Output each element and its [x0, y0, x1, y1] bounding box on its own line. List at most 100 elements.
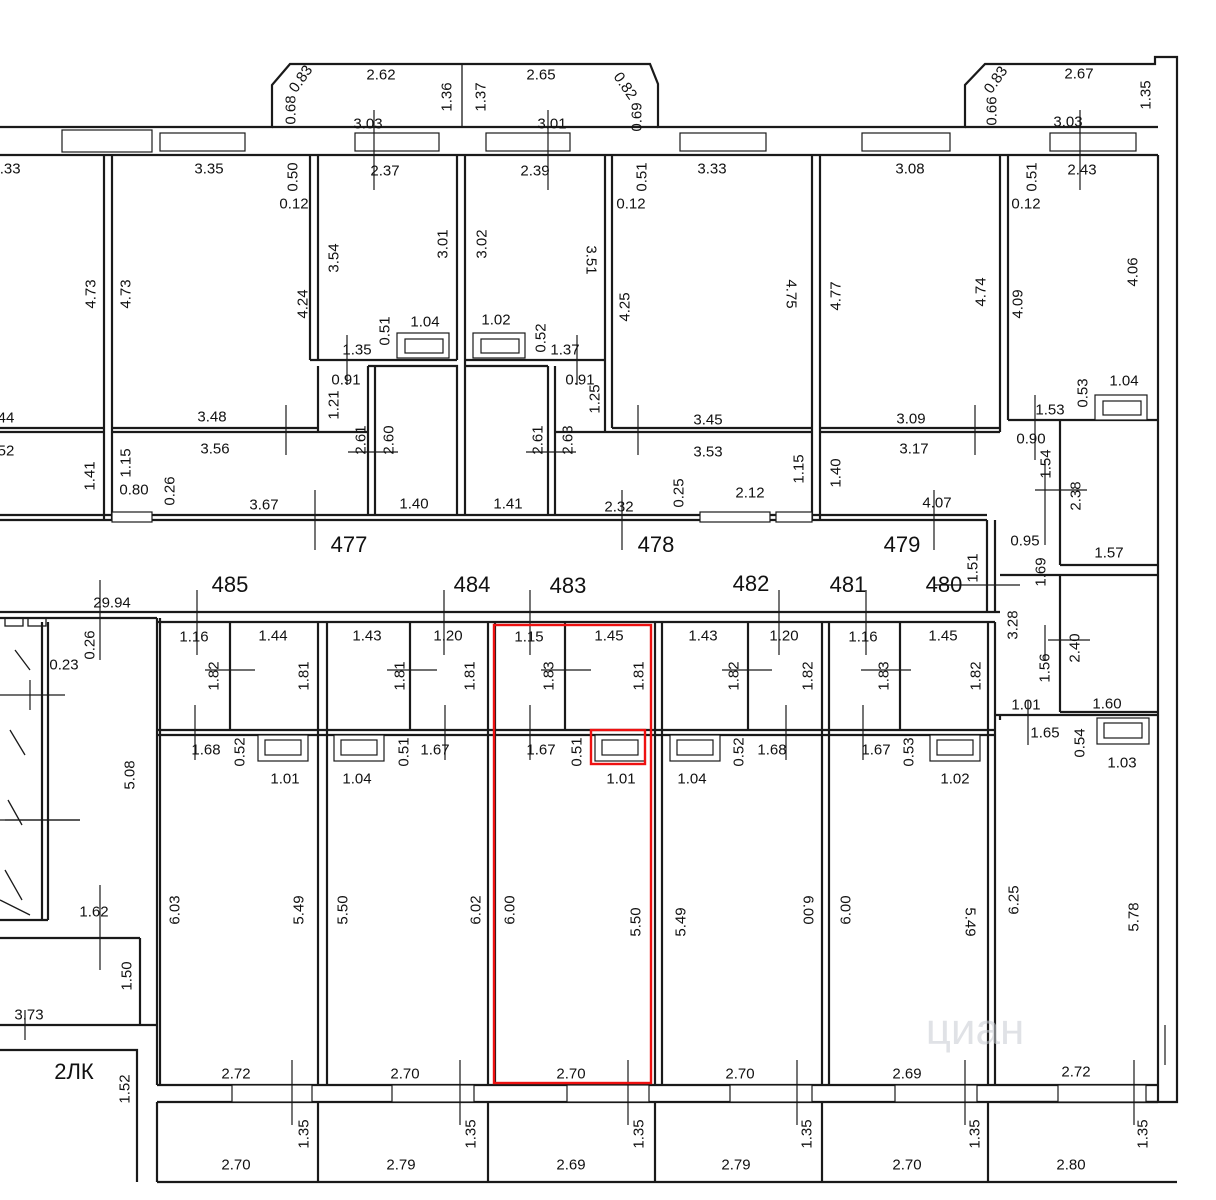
unit-482: 482	[732, 571, 770, 596]
dimension-label: 4.73	[82, 279, 100, 309]
dimension-label: 1.15	[514, 628, 544, 646]
dimension-label: 3.51	[582, 245, 600, 275]
dimension-label: 0.53	[900, 737, 918, 767]
dimension-label: 3.48	[197, 408, 227, 426]
dimension-label: 1.82	[205, 661, 223, 691]
dimension-label: 0.53	[1074, 378, 1092, 408]
watermark: циан	[925, 1005, 1025, 1054]
dimension-label: 3.01	[434, 229, 452, 259]
dimension-label: 2.62	[366, 66, 396, 84]
dimension-label: 1.35	[798, 1119, 816, 1149]
dimension-label: 2.39	[520, 162, 550, 180]
dimension-label: 0.51	[568, 737, 586, 767]
dimension-label: 1.83	[875, 661, 893, 691]
dimension-label: 2.12	[735, 484, 765, 502]
highlight-duct-483	[589, 728, 647, 766]
dimension-label: 3.54	[325, 243, 343, 273]
dimension-label: 2.61	[352, 425, 370, 455]
dimension-label: 0.52	[532, 323, 550, 353]
dimension-label: 1.52	[116, 1074, 134, 1104]
dimension-label: 4.06	[1124, 257, 1142, 287]
dimension-label: 2.70	[390, 1065, 420, 1083]
duct-inner	[601, 739, 639, 756]
dimension-label: 2.72	[1061, 1063, 1091, 1081]
dimension-label: 0.51	[1023, 162, 1041, 192]
dimension-label: 0.54	[1071, 728, 1089, 758]
partitions-top	[0, 155, 1158, 567]
dimension-label: 3.45	[693, 411, 723, 429]
dimension-label: 1.20	[433, 627, 463, 645]
dimension-label: 1.40	[399, 495, 429, 513]
dimension-label: 0.25	[670, 478, 688, 508]
dimension-label: 2.63	[559, 425, 577, 455]
dimension-label: 3.35	[194, 160, 224, 178]
dimension-label: 4.73	[117, 279, 135, 309]
dimension-label: 6.00	[799, 895, 817, 925]
dimension-label: 1.44	[258, 627, 288, 645]
dimension-label: 0.26	[81, 630, 99, 660]
stair-mark	[4, 617, 24, 627]
dimension-label: 0.51	[376, 316, 394, 346]
dimension-label: 1.82	[967, 661, 985, 691]
dimension-label: 1.81	[461, 661, 479, 691]
dimension-label: 1.04	[410, 313, 440, 331]
dimension-label: 1.65	[1030, 724, 1060, 742]
duct-inner	[936, 739, 974, 756]
dimension-label: 1.15	[117, 448, 135, 478]
dimension-label: 3.33	[0, 160, 21, 178]
dimension-label: 0.23	[49, 656, 79, 674]
window	[1057, 1084, 1147, 1103]
unit-478: 478	[637, 532, 675, 557]
dimension-label: 6.00	[837, 895, 855, 925]
dimension-label: 1.67	[420, 741, 450, 759]
duct-inner	[1102, 400, 1142, 416]
dimension-label: 1.35	[1134, 1119, 1152, 1149]
dimension-label: 1.81	[391, 661, 409, 691]
window	[729, 1084, 813, 1103]
dimension-label: 1.01	[1011, 696, 1041, 714]
window	[679, 132, 767, 152]
dimension-label: 3.56	[200, 440, 230, 458]
dimension-label: 1.51	[964, 553, 982, 583]
dimension-label: 0.80	[119, 481, 149, 499]
dimension-label: 5.49	[290, 895, 308, 925]
dimension-label: 1.04	[1109, 372, 1139, 390]
dimension-label: 3.67	[249, 496, 279, 514]
dimension-label: 2.32	[604, 498, 634, 516]
dimension-label: 1.37	[550, 341, 580, 359]
duct-inner	[340, 739, 378, 756]
dimension-label: 2.37	[370, 162, 400, 180]
dimension-label: 1.50	[118, 961, 136, 991]
window	[354, 132, 440, 152]
dimension-label: 1.81	[295, 661, 313, 691]
dimension-label: 1.36	[438, 82, 456, 112]
unit-477: 477	[330, 532, 368, 557]
dimension-label: 1.21	[325, 390, 343, 420]
dimension-label: 3.33	[697, 160, 727, 178]
dimension-label: 1.35	[342, 341, 372, 359]
duct-inner	[676, 739, 714, 756]
dimension-label: 1.16	[848, 628, 878, 646]
dimension-label: 1.45	[928, 627, 958, 645]
dimension-label: 1.20	[769, 627, 799, 645]
door-leaf	[775, 511, 813, 523]
dimension-label: 0.12	[616, 195, 646, 213]
window	[159, 132, 246, 152]
dimension-label: 1.43	[352, 627, 382, 645]
dimension-label: 0.52	[730, 737, 748, 767]
dimension-label: 5.49	[961, 907, 979, 937]
dimension-label: 5.78	[1125, 902, 1143, 932]
door-leaf	[111, 511, 153, 523]
window	[861, 132, 951, 152]
dimension-label: 2.70	[725, 1065, 755, 1083]
dimension-label: 1.43	[688, 627, 718, 645]
dimension-label: 0.26	[161, 476, 179, 506]
dimension-label: 6.02	[467, 895, 485, 925]
window	[894, 1084, 978, 1103]
dimension-label: 4.77	[827, 281, 845, 311]
dimension-label: 2.61	[529, 425, 547, 455]
window	[566, 1084, 650, 1103]
partitions-bottom	[0, 520, 1177, 1184]
